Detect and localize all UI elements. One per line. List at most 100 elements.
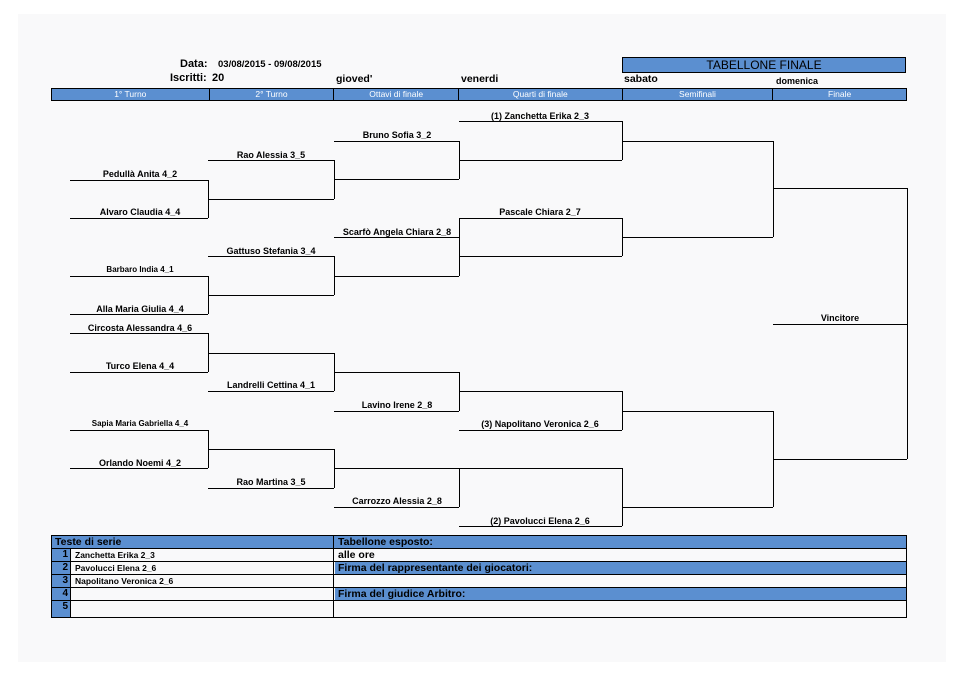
round-3-header: Ottavi di finale <box>334 89 460 100</box>
seed-name: Zanchetta Erika 2_3 <box>72 549 334 561</box>
iscritti-label: Iscritti: <box>170 72 207 84</box>
r1-slot-1: Pedullà Anita 4_2 <box>102 169 178 179</box>
day-friday: venerdi <box>461 73 499 85</box>
bracket-line <box>773 141 774 237</box>
bracket-line <box>334 468 459 469</box>
bracket-line <box>208 160 334 161</box>
bracket-line <box>622 121 623 160</box>
r1-slot-3: Barbaro India 4_1 <box>106 265 174 274</box>
r4-slot-2: Pascale Chiara 2_7 <box>499 207 581 217</box>
bracket-line <box>459 121 622 122</box>
data-value: 03/08/2015 - 09/08/2015 <box>218 59 322 70</box>
bracket-line <box>70 372 208 373</box>
bracket-line <box>459 526 622 527</box>
r2-slot-3: Landrelli Cettina 4_1 <box>226 380 316 390</box>
round-2-header: 2° Turno <box>210 89 335 100</box>
r1-slot-8: Orlando Noemi 4_2 <box>98 458 182 468</box>
seed-number: 1 <box>52 549 71 561</box>
iscritti-value: 20 <box>212 72 225 84</box>
bracket-line <box>334 141 459 142</box>
bracket-line <box>334 179 459 180</box>
seed-name: Pavolucci Elena 2_6 <box>72 562 334 574</box>
bracket-line <box>208 256 334 257</box>
bracket-line <box>334 276 459 277</box>
bracket-line <box>334 372 459 373</box>
seed-name: Napolitano Veronica 2_6 <box>72 575 334 587</box>
bracket-line <box>773 459 907 460</box>
seed-name <box>72 601 334 617</box>
r2-slot-1: Rao Alessia 3_5 <box>236 150 306 160</box>
bracket-line <box>70 218 208 219</box>
day-sunday: domenica <box>776 76 819 86</box>
round-5-header: Semifinali <box>623 89 774 100</box>
bracket-line <box>70 468 208 469</box>
seed-number: 3 <box>52 575 71 587</box>
page-title: TABELLONE FINALE <box>622 57 906 73</box>
bracket-line <box>622 391 623 430</box>
r1-slot-7: Sapia Maria Gabriella 4_4 <box>91 419 189 428</box>
firma-rappresentante-label: Firma del rappresentante dei giocatori: <box>335 562 906 574</box>
bracket-line <box>208 391 334 392</box>
winner-label: Vincitore <box>820 313 860 323</box>
tabellone-esposto-label: Tabellone esposto: <box>338 536 433 548</box>
firma-giudice-label: Firma del giudice Arbitro: <box>335 588 906 600</box>
r3-slot-4: Carrozzo Alessia 2_8 <box>352 496 442 506</box>
r4-slot-3: (3) Napolitano Veronica 2_6 <box>481 419 599 429</box>
bracket-line <box>622 507 773 508</box>
bracket-line <box>773 324 907 325</box>
bracket-line <box>459 391 622 392</box>
day-saturday: sabato <box>624 73 658 85</box>
round-6-header: Finale <box>828 89 852 99</box>
bracket-line <box>459 430 622 431</box>
r1-slot-2: Alvaro Claudia 4_4 <box>99 207 181 217</box>
seed-number: 4 <box>52 588 71 600</box>
r4-slot-4: (2) Pavolucci Elena 2_6 <box>490 516 590 526</box>
r1-slot-6: Turco Elena 4_4 <box>105 361 175 371</box>
bracket-line <box>70 276 208 277</box>
r1-slot-5: Circosta Alessandra 4_6 <box>87 323 193 333</box>
bracket-line <box>334 411 459 412</box>
round-1-header: 1° Turno <box>52 89 210 100</box>
data-label: Data: <box>180 58 208 70</box>
bracket-line <box>70 430 208 431</box>
bracket-line <box>622 468 623 526</box>
r2-slot-2: Gattuso Stefania 3_4 <box>226 246 316 256</box>
firma-rappresentante-field[interactable] <box>335 575 906 587</box>
bracket-line <box>459 160 622 161</box>
bracket-line <box>459 256 622 257</box>
r3-slot-1: Bruno Sofia 3_2 <box>362 130 432 140</box>
bracket-line <box>208 333 209 372</box>
r1-slot-4: Alla Maria Giulia 4_4 <box>96 304 184 314</box>
r3-slot-3: Lavino Irene 2_8 <box>361 400 433 410</box>
bracket-line <box>70 180 208 181</box>
seed-number: 5 <box>52 601 71 617</box>
firma-giudice-field[interactable] <box>335 601 906 617</box>
bracket-line <box>208 488 334 489</box>
rounds-header: 1° Turno 2° Turno Ottavi di finale Quart… <box>51 88 907 101</box>
bracket-line <box>459 468 460 507</box>
bracket-line <box>70 314 208 315</box>
bracket-line <box>773 188 907 189</box>
bracket-line <box>622 411 773 412</box>
alle-ore-label: alle ore <box>338 549 375 561</box>
r2-slot-4: Rao Martina 3_5 <box>236 477 306 487</box>
bracket-line <box>334 507 459 508</box>
seed-number: 2 <box>52 562 71 574</box>
bracket-line <box>459 218 460 276</box>
seeds-header: Teste di serie <box>52 536 334 548</box>
bracket-line <box>334 256 335 295</box>
bracket-line <box>622 141 773 142</box>
bracket-line <box>622 237 773 238</box>
bracket-line <box>70 333 208 334</box>
bracket-line <box>208 295 334 296</box>
r4-slot-1: (1) Zanchetta Erika 2_3 <box>490 111 590 121</box>
bracket-line <box>208 353 334 354</box>
bracket-line <box>907 188 908 459</box>
day-thursday: gioved' <box>336 73 373 85</box>
bracket-line <box>459 218 622 219</box>
bracket-line <box>459 468 622 469</box>
bracket-line <box>334 237 459 238</box>
bracket-line <box>208 199 334 200</box>
round-4-header: Quarti di finale <box>459 89 623 100</box>
seed-name <box>72 588 334 600</box>
